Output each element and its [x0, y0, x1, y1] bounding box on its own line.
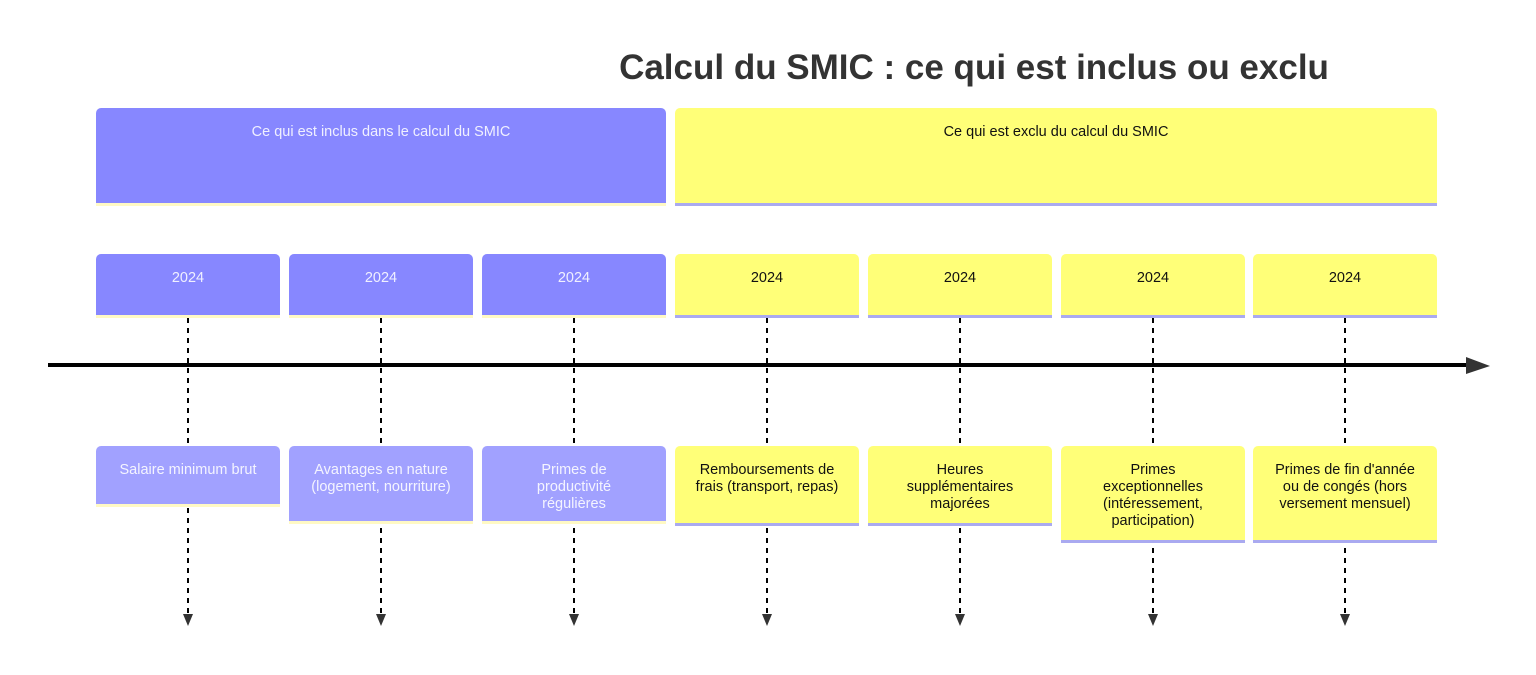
- event-box: Primes de fin d'année ou de congés (hors…: [1253, 446, 1437, 543]
- year-box: 2024: [1253, 254, 1437, 318]
- section-included: Ce qui est inclus dans le calcul du SMIC: [96, 108, 666, 206]
- event-label: Avantages en nature (logement, nourritur…: [311, 462, 451, 495]
- year-box: 2024: [1061, 254, 1245, 318]
- year-box: 2024: [482, 254, 666, 318]
- event-box: Avantages en nature (logement, nourritur…: [289, 446, 473, 524]
- event-box: Salaire minimum brut: [96, 446, 280, 507]
- year-label: 2024: [750, 270, 784, 286]
- year-box: 2024: [289, 254, 473, 318]
- event-box: Heures supplémentaires majorées: [868, 446, 1052, 526]
- event-label: Heures supplémentaires majorées: [906, 462, 1014, 512]
- page-title: Calcul du SMIC : ce qui est inclus ou ex…: [619, 48, 1329, 87]
- year-label: 2024: [943, 270, 977, 286]
- year-box: 2024: [868, 254, 1052, 318]
- event-label: Primes de fin d'année ou de congés (hors…: [1275, 462, 1415, 512]
- year-label: 2024: [364, 270, 398, 286]
- year-label: 2024: [557, 270, 591, 286]
- event-label: Remboursements de frais (transport, repa…: [695, 462, 839, 495]
- section-label: Ce qui est inclus dans le calcul du SMIC: [251, 124, 511, 140]
- section-excluded: Ce qui est exclu du calcul du SMIC: [675, 108, 1437, 206]
- event-box: Primes exceptionnelles (intéressement, p…: [1061, 446, 1245, 543]
- year-box: 2024: [96, 254, 280, 318]
- year-label: 2024: [171, 270, 205, 286]
- year-label: 2024: [1328, 270, 1362, 286]
- section-label: Ce qui est exclu du calcul du SMIC: [943, 124, 1169, 140]
- event-label: Primes exceptionnelles (intéressement, p…: [1103, 462, 1203, 529]
- timeline-arrow-icon: [1466, 357, 1490, 374]
- event-box: Remboursements de frais (transport, repa…: [675, 446, 859, 526]
- year-label: 2024: [1136, 270, 1170, 286]
- year-box: 2024: [675, 254, 859, 318]
- event-label: Salaire minimum brut: [119, 462, 257, 478]
- event-box: Primes de productivité régulières: [482, 446, 666, 524]
- event-label: Primes de productivité régulières: [536, 462, 612, 512]
- down-arrow-icons: [183, 614, 1350, 626]
